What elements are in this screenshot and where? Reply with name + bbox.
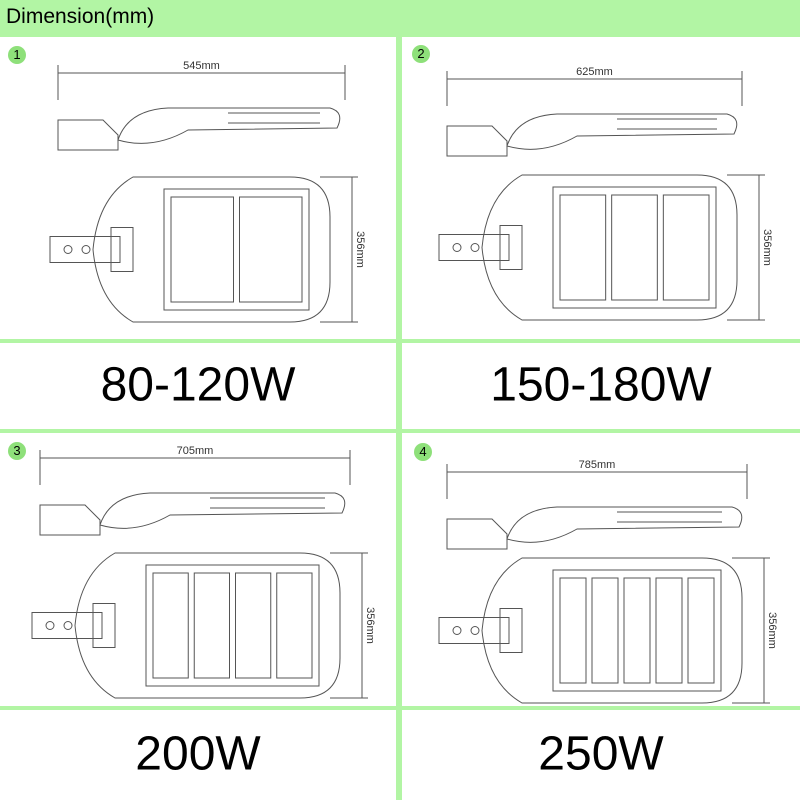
model-1-length-label: 545mm [183,60,220,72]
model-4-top-arm [438,617,510,644]
model-4-led-frame [552,569,722,692]
model-1-power-label: 80-120W [100,358,296,412]
model-4-top-arm-bolt [470,626,480,635]
model-3-led-panel [193,572,230,679]
model-4-led-panel [687,577,715,684]
model-2-power-cell: 150-180W [402,343,800,429]
model-1-side-housing [117,107,341,144]
model-2-drawing-cell: 625mm 356mm 2 [402,37,800,339]
model-3-power-label: 200W [135,727,261,781]
model-1-number-badge: 1 [8,46,26,64]
model-3-width-label: 356mm [364,607,376,644]
model-1-top-arm-bolt [63,245,73,254]
model-1-drawing-cell: 545mm 356mm 1 [0,37,396,339]
model-2-length-label: 625mm [576,66,613,78]
model-1-led-panel [239,196,303,303]
model-4-drawing-cell: 785mm 356mm 4 [402,433,800,706]
model-3-drawing-cell: 705mm 356mm 3 [0,433,396,706]
model-2-number-badge: 2 [412,45,430,63]
model-1-top-clamp [110,227,134,272]
model-1-side-pole-mount [57,119,119,151]
model-2-top-arm-bolt [452,243,462,252]
model-4-led-panel [591,577,619,684]
model-4-led-panel [623,577,651,684]
model-3-top-clamp [92,603,116,648]
model-4-top-arm-bolt [452,626,462,635]
model-3-side-housing [99,492,346,529]
model-4-power-label: 250W [538,727,664,781]
model-2-power-label: 150-180W [490,358,712,412]
model-2-led-panel [559,194,607,301]
model-4-length-label: 785mm [579,459,616,471]
model-2-led-frame [552,186,717,309]
model-1-led-frame [163,188,310,311]
model-1-top-housing [92,176,331,323]
model-3-length-label: 705mm [177,445,214,457]
model-2-led-panel [662,194,710,301]
model-1-drawing: 545mm 356mm [49,60,366,323]
model-2-width-label: 356mm [761,229,773,266]
header: Dimension(mm) [0,0,800,34]
model-1-top-arm-bolt [81,245,91,254]
model-4-led-panel [559,577,587,684]
model-1-top-arm [49,236,121,263]
model-2-top-clamp [499,225,523,270]
model-3-drawing: 705mm 356mm [31,445,376,699]
model-4-power-cell: 250W [402,710,800,800]
model-2-top-arm-bolt [470,243,480,252]
model-2-side-housing [506,113,738,150]
model-4-width-label: 356mm [766,612,778,649]
model-3-number-badge: 3 [8,442,26,460]
model-2-top-arm [438,234,510,261]
model-2-led-panel [611,194,658,301]
model-3-led-panel [235,572,272,679]
model-3-top-housing [74,552,341,699]
model-4-number-badge: 4 [414,443,432,461]
model-4-led-panel [655,577,683,684]
model-2-side-pole-mount [446,125,508,157]
model-3-led-panel [152,572,189,679]
model-3-top-arm [31,612,103,639]
model-3-top-arm-bolt [45,621,55,630]
model-1-led-panel [170,196,234,303]
model-1-width-label: 356mm [354,231,366,268]
model-2-top-housing [481,174,738,321]
model-3-led-panel [276,572,313,679]
model-4-side-pole-mount [446,518,508,550]
model-1-power-cell: 80-120W [0,343,396,429]
model-3-power-cell: 200W [0,710,396,800]
model-4-top-housing [481,557,743,704]
page-title: Dimension(mm) [6,5,155,28]
model-4-top-clamp [499,608,523,653]
model-4-side-housing [506,506,743,543]
model-4-drawing: 785mm 356mm [438,459,778,704]
model-3-side-pole-mount [39,504,101,536]
model-3-top-arm-bolt [63,621,73,630]
model-2-drawing: 625mm 356mm [438,66,773,321]
model-3-led-frame [145,564,320,687]
